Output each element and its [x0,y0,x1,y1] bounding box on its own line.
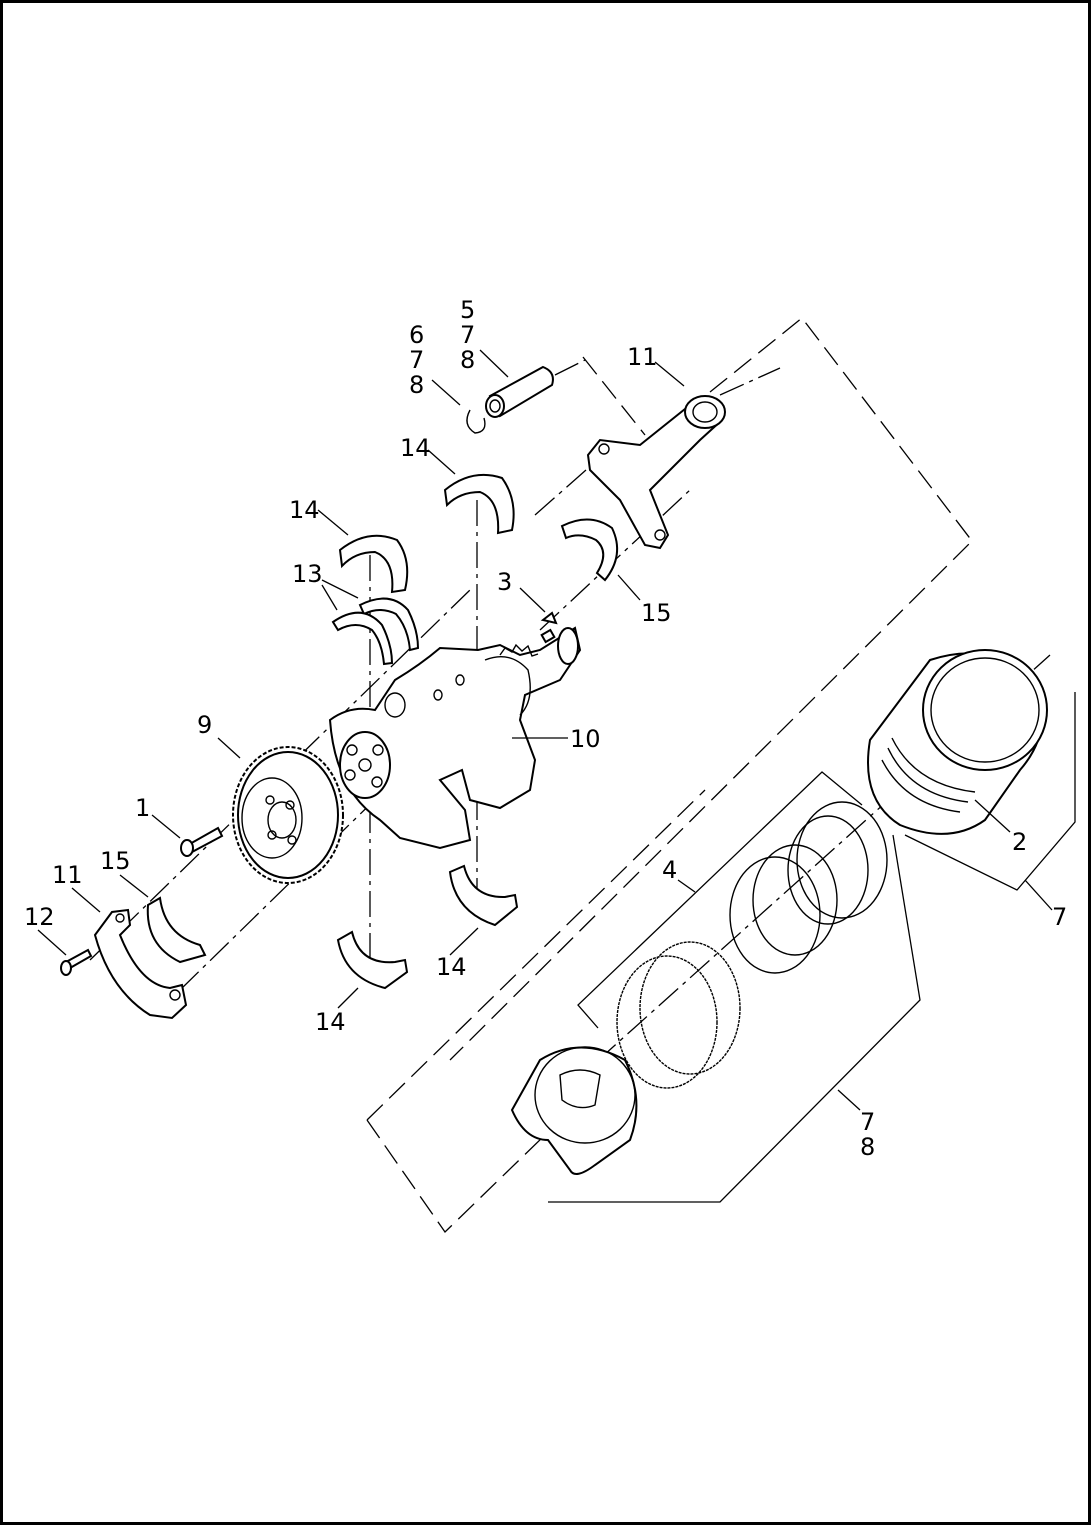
piston-kit-dashed-outline [366,317,973,1233]
callout-7-pin: 7 [460,321,475,349]
rod-bearing-shell-lower [146,896,207,964]
bearing-shell-upper-left [338,534,409,594]
callout-15-upper: 15 [641,599,672,627]
callout-11-cap: 11 [52,861,83,889]
piston-pin-clip [466,409,486,434]
callout-10: 10 [570,725,601,753]
callout-2: 2 [1012,828,1027,856]
callout-4: 4 [662,856,677,884]
callout-6: 6 [409,321,424,349]
callout-14-lower-left: 14 [315,1008,346,1036]
callout-1: 1 [135,794,150,822]
thrust-washers [331,597,420,666]
piston-pin [485,365,554,418]
gear-bolt [180,826,224,857]
rod-cap-bolt [60,948,93,976]
crankshaft [328,626,582,850]
bearing-shell-lower-right [448,864,519,927]
callout-3: 3 [497,568,512,596]
callout-8-pin: 8 [460,346,475,374]
callout-15-lower: 15 [100,847,131,875]
callout-7-clip: 7 [409,346,424,374]
rod-cap [93,908,188,1020]
callout-labels: 1 2 3 4 5 7 8 6 7 8 7 7 8 9 10 11 11 12 … [24,296,1067,1161]
connecting-rod [586,395,726,550]
callout-9: 9 [197,711,212,739]
rod-bearing-shell-upper [560,518,619,582]
callout-5: 5 [460,296,475,324]
callout-14-upper-right: 14 [400,434,431,462]
piston [510,1046,638,1175]
woodruff-key [540,611,558,644]
callout-8-clip: 8 [409,371,424,399]
callout-7-cylinder: 7 [1052,903,1067,931]
cylinder [867,649,1048,835]
callout-11-rod: 11 [627,343,658,371]
kit-brackets [548,692,1076,1203]
bearing-shell-upper-right [443,474,515,535]
callout-7-kit: 7 [860,1108,875,1136]
leader-lines [37,349,1053,1111]
callout-14-upper-left: 14 [289,496,320,524]
bearing-shell-lower-left [336,930,409,990]
callout-12: 12 [24,903,55,931]
callout-8-kit: 8 [860,1133,875,1161]
callout-13: 13 [292,560,323,588]
piston-ring-set [616,801,888,1089]
callout-14-lower-right: 14 [436,953,467,981]
cam-drive-gear [232,746,344,884]
